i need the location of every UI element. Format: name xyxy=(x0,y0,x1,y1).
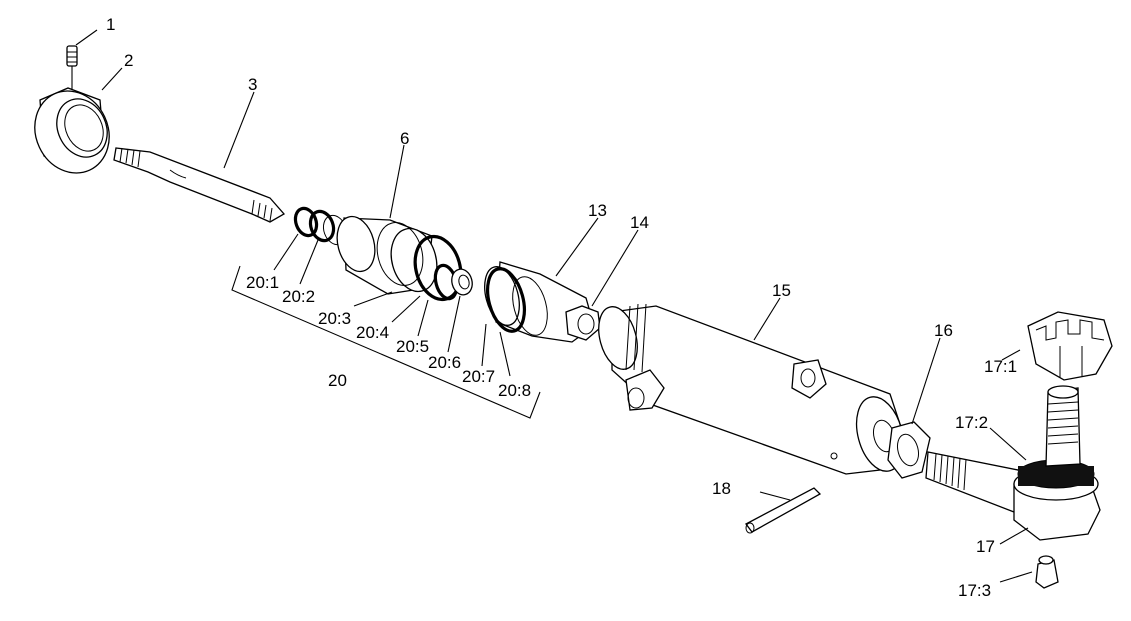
part-2-collar xyxy=(34,87,110,174)
callout-3: 3 xyxy=(248,75,257,94)
callout-17-1: 17:1 xyxy=(984,357,1017,376)
callout-6: 6 xyxy=(400,129,409,148)
callout-20: 20 xyxy=(328,371,347,390)
callout-2: 2 xyxy=(124,51,133,70)
part-3-piston-rod xyxy=(113,147,286,223)
part-6-gland xyxy=(336,215,438,295)
callout-17-2: 17:2 xyxy=(955,413,988,432)
callout-15: 15 xyxy=(772,281,791,300)
part-17-1-castle-nut xyxy=(1027,311,1113,381)
part-1-set-screw xyxy=(66,45,78,92)
part-17-2-ball-stud xyxy=(1045,385,1081,467)
callout-14: 14 xyxy=(630,213,649,232)
callout-20-2: 20:2 xyxy=(282,287,315,306)
part-15-cylinder xyxy=(598,303,905,475)
part-17-3-grease-fitting xyxy=(1035,555,1059,589)
callout-20-3: 20:3 xyxy=(318,309,351,328)
callout-1: 1 xyxy=(106,15,115,34)
callout-20-8: 20:8 xyxy=(498,381,531,400)
callout-13: 13 xyxy=(588,201,607,220)
part-20-6-bushing xyxy=(451,268,473,296)
part-18-pin xyxy=(745,487,822,534)
leader-lines xyxy=(75,29,1033,583)
callout-20-4: 20:4 xyxy=(356,323,389,342)
callout-labels: 1 2 3 6 13 14 15 16 17:1 17:2 17 17:3 18… xyxy=(106,15,1017,600)
callout-20-6: 20:6 xyxy=(428,353,461,372)
callout-20-1: 20:1 xyxy=(246,273,279,292)
callout-16: 16 xyxy=(934,321,953,340)
group-20-bracket xyxy=(231,265,541,419)
callout-18: 18 xyxy=(712,479,731,498)
callout-20-7: 20:7 xyxy=(462,367,495,386)
callout-17-3: 17:3 xyxy=(958,581,991,600)
part-16-lock-nut xyxy=(887,421,931,479)
part-17-tie-rod-end xyxy=(925,451,1101,541)
part-14-nut xyxy=(565,305,601,341)
callout-17: 17 xyxy=(976,537,995,556)
callout-20-5: 20:5 xyxy=(396,337,429,356)
